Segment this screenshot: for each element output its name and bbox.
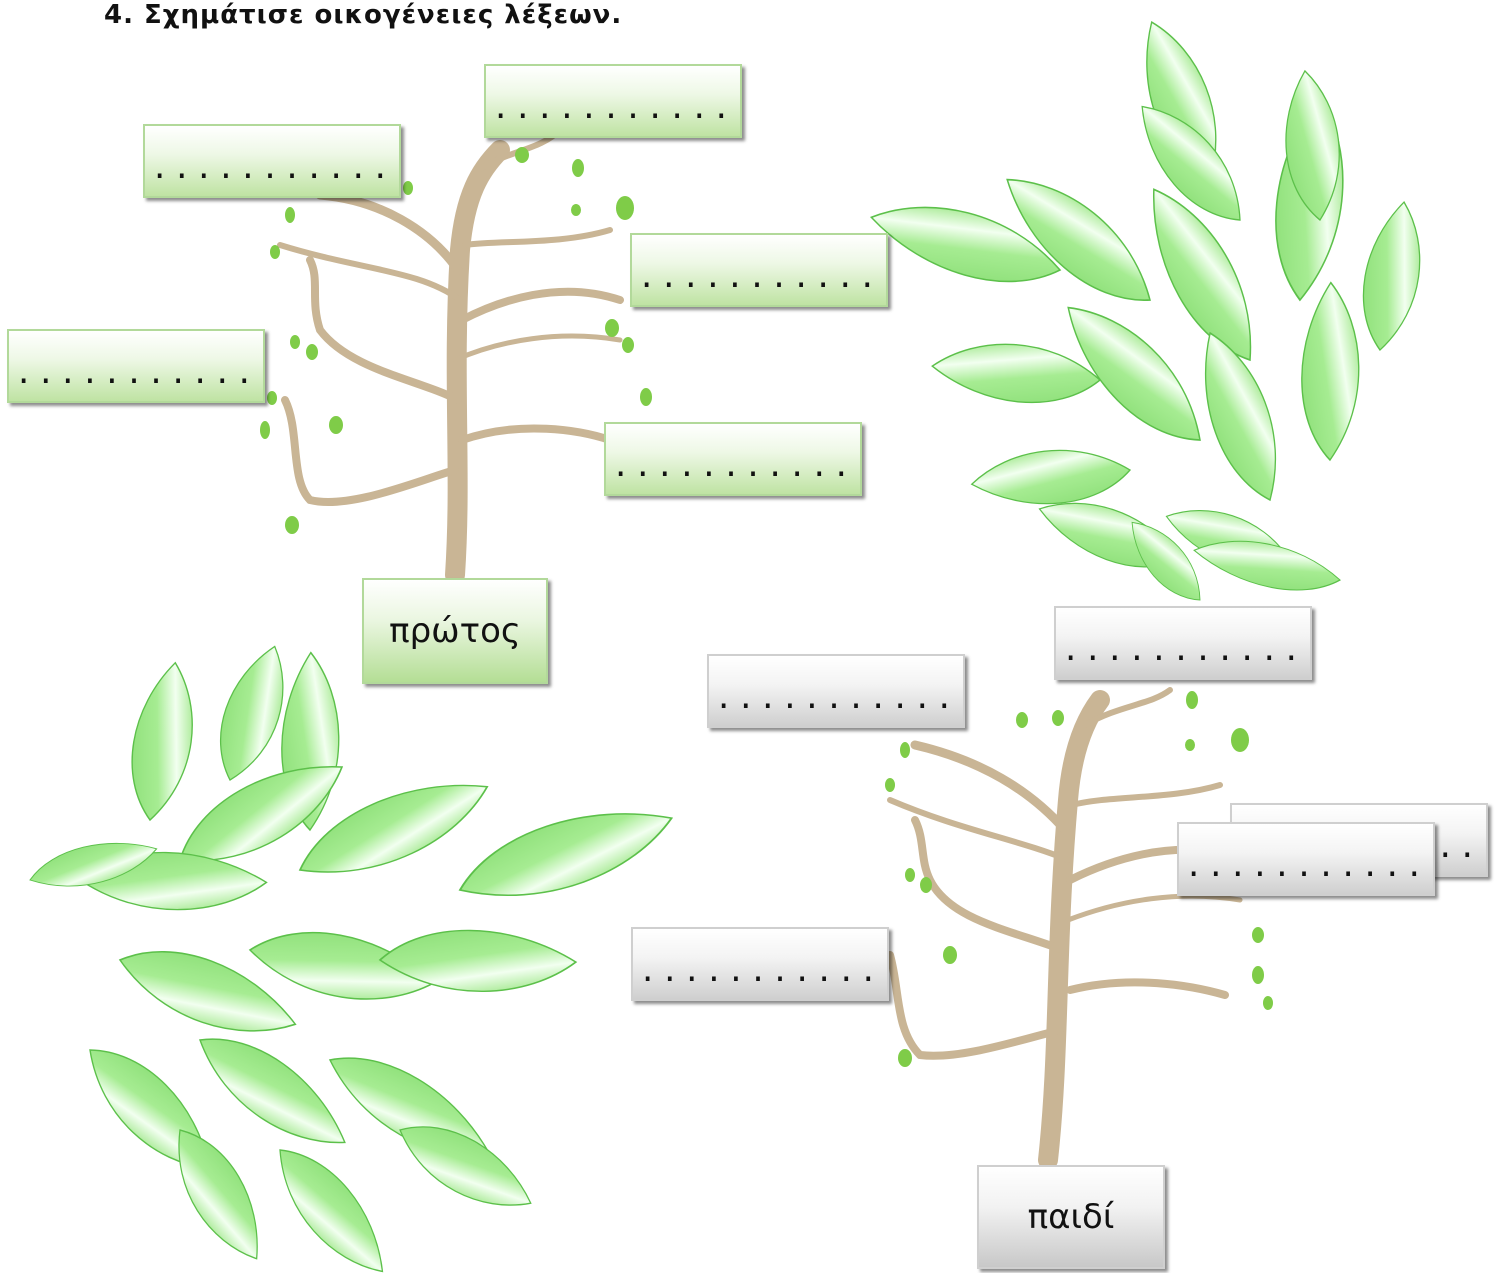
tree-left-leaves: [260, 147, 652, 534]
answer-box-1-1[interactable]: ...........: [484, 64, 742, 138]
tree-right: [886, 687, 1243, 1170]
answer-box-2-1[interactable]: ...........: [1054, 606, 1312, 680]
leaf-cluster-top-right: [863, 13, 1445, 616]
tree-left: [277, 127, 624, 585]
answer-box-1-4[interactable]: ...........: [7, 329, 265, 403]
answer-box-1-3[interactable]: ...........: [630, 233, 888, 307]
answer-box-1-5[interactable]: ...........: [604, 422, 862, 496]
tree-right-leaves: [877, 691, 1273, 1067]
answer-box-2-2[interactable]: ...........: [707, 654, 965, 728]
answer-box-2-4[interactable]: ...........: [631, 927, 889, 1001]
answer-box-1-2[interactable]: ...........: [143, 124, 401, 198]
root-word-2: παιδί: [977, 1165, 1165, 1269]
answer-box-2-5[interactable]: ...........: [1177, 822, 1435, 896]
leaf-cluster-bottom-left: [26, 639, 682, 1273]
root-word-1: πρώτος: [362, 578, 548, 684]
worksheet-title: 4. Σχημάτισε οικογένειες λέξεων.: [104, 0, 623, 30]
